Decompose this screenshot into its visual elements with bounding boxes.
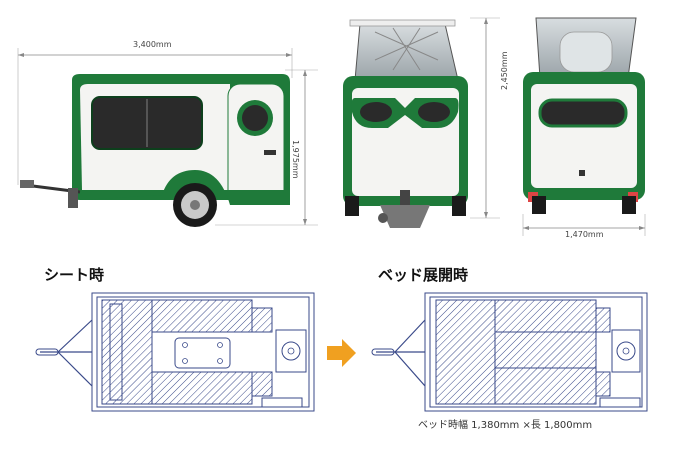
closed-height-dimension-label: 1,975mm [291, 140, 300, 179]
bed-size-caption: ベッド時幅 1,380mm ×長 1,800mm [418, 420, 593, 431]
open-height-dimension-label: 2,450mm [500, 51, 509, 91]
length-dimension-label: 3,400mm [133, 40, 172, 49]
front-view-trailer [343, 17, 500, 228]
arrow-icon [327, 339, 356, 367]
bed-mode-heading: ベッド展開時 [378, 266, 469, 284]
bed-mode-floor-plan [371, 292, 648, 412]
width-dimension-label: 1,470mm [565, 230, 604, 239]
seat-mode-floor-plan [35, 292, 315, 412]
seat-mode-heading: シート時 [44, 266, 105, 284]
side-view-trailer [17, 48, 318, 227]
rear-view-trailer [522, 17, 646, 236]
